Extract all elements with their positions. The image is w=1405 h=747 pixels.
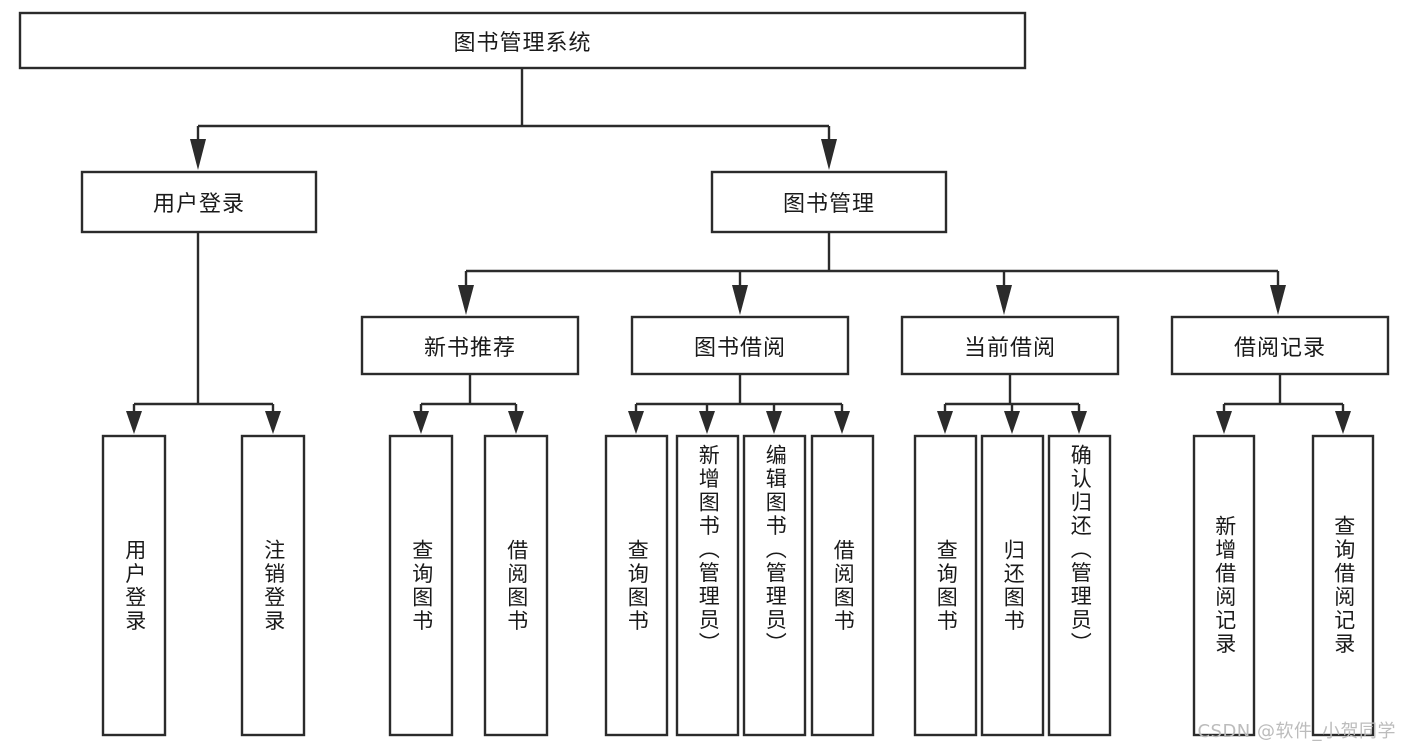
arrowhead-leaf-query-borrow-record	[1335, 411, 1351, 434]
connectors	[126, 68, 1351, 434]
arrowhead-leaf-borrow-book-recommend	[508, 411, 524, 434]
arrowhead-book-borrow	[732, 285, 748, 315]
arrowhead-leaf-add-book-admin	[699, 411, 715, 434]
node-box-root[interactable]	[18, 11, 1027, 70]
arrowhead-current-borrow	[996, 285, 1012, 315]
arrowhead-leaf-borrow-book	[834, 411, 850, 434]
arrowhead-leaf-confirm-return-admin	[1071, 411, 1087, 434]
node-box-leaf-query-book-current[interactable]	[913, 434, 978, 737]
arrowhead-leaf-add-borrow-record	[1216, 411, 1232, 434]
node-box-borrow-record[interactable]	[1170, 315, 1390, 376]
arrowhead-user-login	[190, 139, 206, 170]
node-box-leaf-edit-book-admin[interactable]	[742, 434, 807, 737]
node-box-leaf-user-logout[interactable]	[240, 434, 306, 737]
arrowhead-leaf-query-book	[628, 411, 644, 434]
node-box-leaf-query-book[interactable]	[604, 434, 669, 737]
node-box-current-borrow[interactable]	[900, 315, 1120, 376]
arrowhead-book-manage	[821, 139, 837, 170]
node-box-book-borrow[interactable]	[630, 315, 850, 376]
node-box-leaf-user-login[interactable]	[101, 434, 167, 737]
arrowhead-leaf-edit-book-admin	[766, 411, 782, 434]
arrowhead-leaf-return-book	[1004, 411, 1020, 434]
watermark: CSDN @软件_小贺同学	[1197, 721, 1396, 742]
arrowhead-leaf-query-book-recommend	[413, 411, 429, 434]
node-box-new-book-recommend[interactable]	[360, 315, 580, 376]
node-box-leaf-confirm-return-admin[interactable]	[1047, 434, 1112, 737]
node-box-leaf-borrow-book[interactable]	[810, 434, 875, 737]
node-box-leaf-return-book[interactable]	[980, 434, 1045, 737]
node-box-leaf-add-book-admin[interactable]	[675, 434, 740, 737]
node-boxes	[18, 11, 1390, 737]
arrowhead-leaf-user-login	[126, 411, 142, 434]
node-box-leaf-add-borrow-record[interactable]	[1192, 434, 1256, 737]
arrowhead-leaf-query-book-current	[937, 411, 953, 434]
arrowhead-new-book-recommend	[458, 285, 474, 315]
node-box-leaf-query-book-recommend[interactable]	[388, 434, 454, 737]
arrowhead-borrow-record	[1270, 285, 1286, 315]
node-box-book-manage[interactable]	[710, 170, 948, 234]
node-box-leaf-query-borrow-record[interactable]	[1311, 434, 1375, 737]
node-box-leaf-borrow-book-recommend[interactable]	[483, 434, 549, 737]
arrowhead-leaf-user-logout	[265, 411, 281, 434]
node-box-user-login[interactable]	[80, 170, 318, 234]
